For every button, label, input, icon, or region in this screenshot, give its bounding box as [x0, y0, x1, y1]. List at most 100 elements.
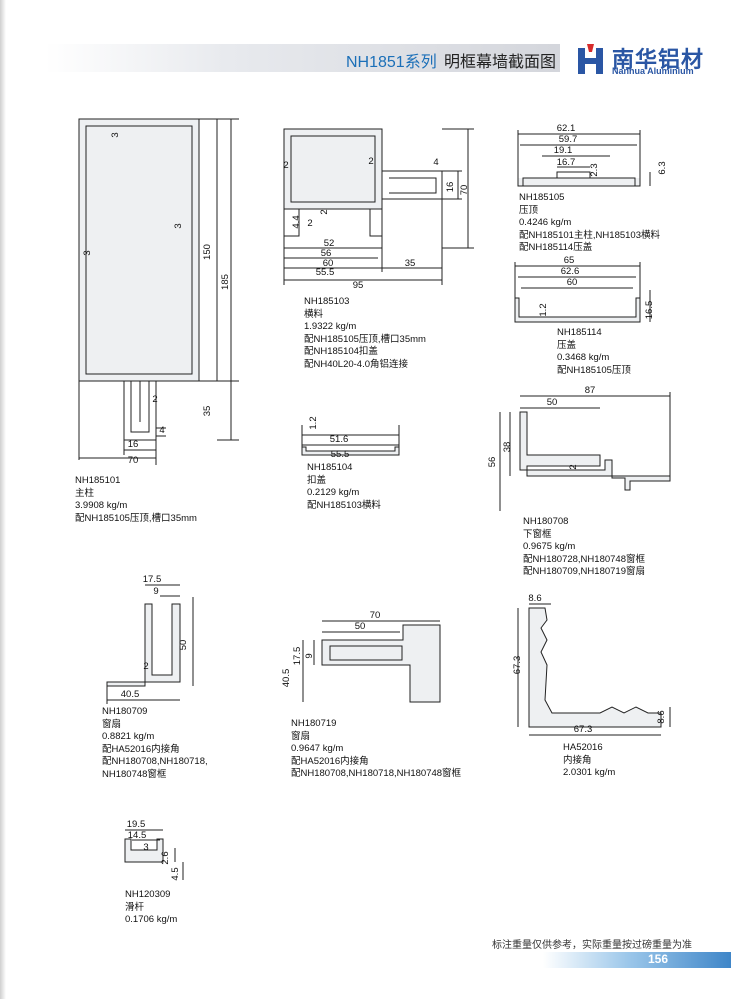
profile-name: 扣盖 [307, 474, 327, 486]
dimension-label: 40.5 [281, 669, 292, 688]
profile-weight: 0.1706 kg/m [125, 914, 178, 925]
dimension-label: 2 [568, 464, 579, 469]
profile-note: 配NH185105压顶,槽口35mm [304, 333, 426, 345]
dimension-label: 2 [143, 661, 148, 672]
profile-code: NH185114 [557, 327, 602, 338]
dimension-label: 8.6 [656, 710, 667, 723]
dimension-label: 4 [433, 157, 438, 168]
profile-ha52016-label: HA52016 内接角 2.0301 kg/m [563, 742, 615, 780]
profile-code: NH185101 [75, 475, 121, 486]
dimension-label: 4 [159, 425, 164, 436]
dimension-label: 65 [564, 255, 575, 266]
dimension-label: 40.5 [121, 689, 140, 700]
profile-note: 配NH180708,NH180718,NH180748窗框 [291, 768, 462, 779]
dimension-label: 70 [128, 455, 139, 466]
brand-logo-icon [578, 44, 603, 74]
profile-note: 配NH185105压顶 [557, 364, 631, 376]
header-bar [45, 44, 560, 72]
dimension-label: 1.2 [538, 303, 549, 316]
dimension-label: 70 [370, 610, 381, 621]
profile-code: NH185105 [519, 192, 565, 203]
dimension-label: 35 [202, 406, 213, 417]
profile-code: NH180719 [291, 718, 337, 729]
profile-note: 配NH180708,NH180718, [102, 756, 208, 767]
dimension-label: 2 [283, 160, 288, 171]
profile-note: 配NH185101主柱,NH185103横料 [519, 229, 660, 241]
dimension-label: 67.3 [512, 656, 523, 675]
dimension-label: 150 [202, 244, 213, 260]
profile-weight: 1.9322 kg/m [304, 321, 357, 332]
dimension-label: 2 [319, 209, 330, 214]
dimension-label: 70 [459, 185, 470, 196]
dimension-label: 56 [487, 457, 498, 468]
profile-ha52016-drawing [517, 603, 671, 736]
profile-nh180709-label: NH180709 窗扇 0.8821 kg/m 配HA52016内接角 配NH1… [102, 706, 208, 781]
profile-nh180708-label: NH180708 下窗框 0.9675 kg/m 配NH180728,NH180… [523, 516, 645, 579]
profile-name: 窗扇 [102, 718, 122, 730]
profile-weight: 3.9908 kg/m [75, 500, 128, 511]
profile-name: 压顶 [519, 204, 539, 216]
profile-code: NH180709 [102, 706, 148, 717]
profile-code: NH185103 [304, 296, 350, 307]
dimension-label: 60 [567, 277, 578, 288]
profile-code: NH120309 [125, 889, 171, 900]
profile-note: 配NH185114压盖 [519, 242, 593, 253]
dimension-label: 87 [585, 385, 596, 396]
dimension-label: 3 [82, 250, 93, 255]
dimension-label: 50 [178, 640, 189, 651]
dimension-label: 4.5 [170, 867, 181, 880]
profile-code: NH185104 [307, 462, 353, 473]
page-number-bar [543, 952, 731, 968]
profile-nh185104-drawing [301, 425, 400, 456]
profile-nh180709-drawing [106, 584, 194, 704]
profile-nh180719-drawing [302, 620, 441, 703]
profile-name: 压盖 [557, 339, 577, 351]
profile-name: 主柱 [75, 487, 95, 499]
dimension-label: 3 [173, 223, 184, 228]
profile-weight: 0.2129 kg/m [307, 487, 360, 498]
profile-nh180708-drawing [499, 392, 671, 511]
profile-note: NH180748窗框 [102, 768, 167, 780]
dimension-label: 17.5 [143, 574, 162, 585]
dimension-label: 2 [152, 394, 157, 405]
dimension-label: 16 [128, 439, 139, 450]
footer-note: 标注重量仅供参考，实际重量按过磅重量为准 [492, 940, 692, 951]
dimension-label: 9 [153, 586, 158, 597]
dimension-label: 6.3 [657, 161, 668, 174]
dimension-label: 59.7 [559, 134, 578, 145]
profile-weight: 0.3468 kg/m [557, 352, 610, 363]
page-edge-shadow [0, 0, 6, 999]
dimension-label: 16 [445, 182, 456, 193]
dimension-label: 67.3 [574, 724, 593, 735]
dimension-label: 14.5 [128, 830, 147, 841]
dimension-label: 8.6 [528, 593, 541, 604]
profile-note: 配HA52016内接角 [291, 755, 369, 767]
profile-name: 横料 [304, 308, 324, 320]
profile-nh185105-label: NH185105 压顶 0.4246 kg/m 配NH185101主柱,NH18… [519, 192, 660, 255]
profile-weight: 0.9647 kg/m [291, 743, 344, 754]
profile-weight: 0.9675 kg/m [523, 541, 576, 552]
profile-weight: 2.0301 kg/m [563, 767, 616, 778]
dimension-label: 62.1 [557, 123, 576, 134]
profile-nh185114-label: NH185114 压盖 0.3468 kg/m 配NH185105压顶 [557, 327, 631, 377]
profile-nh120309-label: NH120309 滑杆 0.1706 kg/m [125, 889, 177, 927]
dimension-label: 52 [324, 238, 335, 249]
dimension-label: 50 [355, 621, 366, 632]
series-label: NH1851系列 [346, 54, 437, 71]
profile-code: NH180708 [523, 516, 569, 527]
page-title: 明框幕墙截面图 [444, 54, 557, 71]
profile-note: 配NH180709,NH180719窗扇 [523, 566, 645, 577]
profile-nh185105-drawing [517, 130, 651, 187]
profile-nh185104-label: NH185104 扣盖 0.2129 kg/m 配NH185103横料 [307, 462, 381, 512]
profile-note: 配NH185103横料 [307, 499, 381, 511]
dimension-label: 62.6 [561, 266, 580, 277]
dimension-label: 2.6 [160, 851, 171, 864]
dimension-label: 19.5 [127, 819, 146, 830]
profile-nh185101-drawing [78, 118, 239, 465]
profile-note: 配HA52016内接角 [102, 743, 180, 755]
profile-note: 配NH185105压顶,槽口35mm [75, 512, 197, 524]
profile-nh185101-label: NH185101 主柱 3.9908 kg/m 配NH185105压顶,槽口35… [75, 475, 197, 525]
profile-nh120309-drawing [124, 829, 184, 880]
